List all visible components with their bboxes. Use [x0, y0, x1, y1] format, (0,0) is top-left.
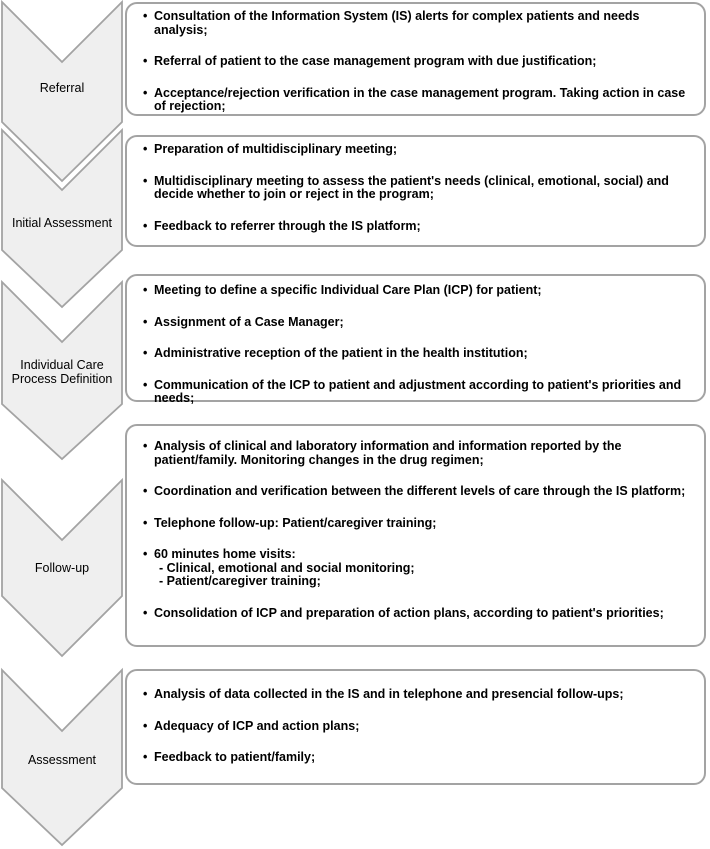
- bullet-item: • Acceptance/rejection verification in t…: [143, 85, 696, 114]
- bullet-marker: •: [143, 439, 148, 453]
- chevron-shape-initial-assessment: [1, 127, 123, 309]
- stage-label-individual-care: Individual Care Process Definition: [11, 358, 113, 386]
- bullet-marker: •: [143, 218, 148, 233]
- bullet-text: Consolidation of ICP and preparation of …: [154, 605, 664, 620]
- sub-bullet-text: - Patient/caregiver training;: [159, 574, 321, 588]
- chevron-shape-assessment: [1, 667, 123, 847]
- bullet-text: Analysis of clinical and laboratory info…: [154, 439, 622, 467]
- bullet-text: Feedback to patient/family;: [154, 750, 316, 764]
- bullet-text: Administrative reception of the patient …: [154, 346, 528, 360]
- bullet-text: Analysis of data collected in the IS and…: [154, 687, 624, 701]
- process-box-follow-up: • Analysis of clinical and laboratory in…: [125, 424, 706, 647]
- bullet-item: • Administrative reception of the patien…: [143, 346, 696, 361]
- bullet-item: • Consultation of the Information System…: [143, 9, 696, 37]
- bullet-item: • 60 minutes home visits: - Clinical, em…: [143, 547, 696, 589]
- bullet-text: Feedback to referrer through the IS plat…: [154, 218, 421, 233]
- bullet-text: Meeting to define a specific Individual …: [154, 283, 542, 297]
- bullet-marker: •: [143, 54, 148, 68]
- chevron-shape-follow-up: [1, 477, 123, 658]
- bullet-item: • Feedback to referrer through the IS pl…: [143, 218, 696, 234]
- sub-bullet-text: - Clinical, emotional and social monitor…: [159, 560, 415, 575]
- bullet-marker: •: [143, 718, 148, 733]
- bullet-marker: •: [143, 687, 148, 701]
- bullet-item: • Communication of the ICP to patient an…: [143, 377, 696, 406]
- process-box-initial-assessment: • Preparation of multidisciplinary meeti…: [125, 135, 706, 247]
- process-box-referral: • Consultation of the Information System…: [125, 2, 706, 116]
- chevron-shape-individual-care: [1, 279, 123, 461]
- bullet-marker: •: [143, 377, 148, 392]
- bullet-marker: •: [143, 173, 148, 188]
- stage-label-referral: Referral: [39, 81, 85, 95]
- bullet-marker: •: [143, 515, 148, 530]
- bullet-text: Consultation of the Information System (…: [154, 9, 640, 37]
- bullet-marker: •: [143, 142, 148, 156]
- bullet-marker: •: [143, 314, 148, 329]
- bullet-marker: •: [143, 9, 148, 23]
- stage-label-initial-assessment: Initial Assessment: [11, 216, 113, 230]
- bullet-text: 60 minutes home visits:: [154, 547, 296, 561]
- bullet-marker: •: [143, 605, 148, 620]
- bullet-text: Multidisciplinary meeting to assess the …: [154, 173, 669, 201]
- bullet-item: • Consolidation of ICP and preparation o…: [143, 605, 696, 621]
- bullet-marker: •: [143, 484, 148, 498]
- bullet-item: • Preparation of multidisciplinary meeti…: [143, 142, 696, 157]
- bullet-item: • Adequacy of ICP and action plans;: [143, 718, 696, 734]
- bullet-marker: •: [143, 547, 148, 561]
- bullet-text: Coordination and verification between th…: [154, 484, 686, 498]
- bullet-text: Acceptance/rejection verification in the…: [154, 85, 686, 113]
- process-box-assessment: • Analysis of data collected in the IS a…: [125, 669, 706, 785]
- bullet-item: • Feedback to patient/family;: [143, 750, 696, 765]
- bullet-marker: •: [143, 346, 148, 360]
- bullet-marker: •: [143, 283, 148, 297]
- bullet-text: Assignment of a Case Manager;: [154, 314, 344, 329]
- bullet-item: • Assignment of a Case Manager;: [143, 314, 696, 330]
- bullet-text: Referral of patient to the case manageme…: [154, 54, 597, 68]
- bullet-text: Communication of the ICP to patient and …: [154, 377, 682, 405]
- chevron-shape-referral: [1, 0, 123, 183]
- stage-label-assessment: Assessment: [27, 753, 97, 767]
- bullet-item: • Telephone follow-up: Patient/caregiver…: [143, 515, 696, 531]
- bullet-text: Telephone follow-up: Patient/caregiver t…: [154, 515, 437, 530]
- bullet-text: Adequacy of ICP and action plans;: [154, 718, 360, 733]
- bullet-item: • Meeting to define a specific Individua…: [143, 283, 696, 298]
- stage-label-follow-up: Follow-up: [34, 561, 90, 575]
- bullet-text: Preparation of multidisciplinary meeting…: [154, 142, 398, 156]
- bullet-item: • Multidisciplinary meeting to assess th…: [143, 173, 696, 202]
- bullet-item: • Referral of patient to the case manage…: [143, 54, 696, 69]
- bullet-item: • Analysis of data collected in the IS a…: [143, 687, 696, 702]
- bullet-marker: •: [143, 750, 148, 764]
- bullet-marker: •: [143, 85, 148, 100]
- process-box-individual-care: • Meeting to define a specific Individua…: [125, 274, 706, 405]
- bullet-item: • Coordination and verification between …: [143, 484, 696, 499]
- bullet-item: • Analysis of clinical and laboratory in…: [143, 439, 696, 467]
